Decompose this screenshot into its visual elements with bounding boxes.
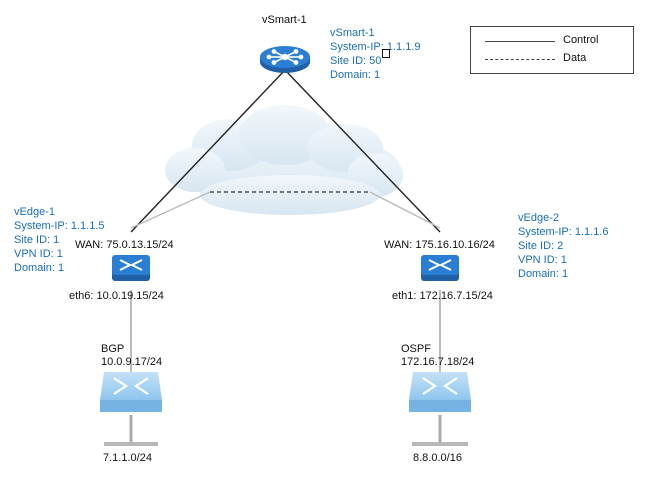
legend-data-line xyxy=(485,59,555,60)
vedge1-switch-icon xyxy=(112,255,150,281)
vsmart-info-system-ip: System-IP: 1.1.1.9 xyxy=(330,41,421,53)
vsmart-name-label: vSmart-1 xyxy=(262,14,307,26)
vsmart-info-site-id: Site ID: 50 xyxy=(330,55,382,67)
lan-bar-left xyxy=(104,442,158,446)
vedge1-info-title: vEdge-1 xyxy=(14,206,55,218)
data-link-right xyxy=(369,191,441,229)
router1-ip-label: 10.0.9.17/24 xyxy=(101,356,163,368)
control-link-vedge2 xyxy=(284,69,441,233)
vedge2-info-title: vEdge-2 xyxy=(518,212,559,224)
vedge1-eth-label: eth6: 10.0.19.15/24 xyxy=(69,290,164,302)
legend: Control Data xyxy=(470,26,634,74)
vedge2-switch-icon xyxy=(421,255,459,281)
router1-protocol-label: BGP xyxy=(101,343,125,355)
legend-control-line xyxy=(485,41,555,42)
legend-data-label: Data xyxy=(563,52,587,64)
wan-cloud xyxy=(165,105,403,215)
data-link-left xyxy=(130,191,211,229)
vedge2-eth-label: eth1: 172.16.7.15/24 xyxy=(392,290,493,302)
vedge1-wan-label: WAN: 75.0.13.15/24 xyxy=(75,239,174,251)
ospf-router-icon xyxy=(409,372,471,412)
vedge1-info-site-id: Site ID: 1 xyxy=(14,234,60,246)
control-link-vedge1 xyxy=(130,69,286,233)
vedge1-info-vpn-id: VPN ID: 1 xyxy=(14,248,63,260)
vedge1-info-system-ip: System-IP: 1.1.1.5 xyxy=(14,220,105,232)
vedge2-wan-label: WAN: 175.16.10.16/24 xyxy=(384,239,495,251)
router2-network-label: 8.8.0.0/16 xyxy=(413,452,462,464)
vsmart-info-domain: Domain: 1 xyxy=(330,69,381,81)
mouse-cursor-icon xyxy=(382,49,390,58)
router2-protocol-label: OSPF xyxy=(401,343,431,355)
vedge2-info-vpn-id: VPN ID: 1 xyxy=(518,254,567,266)
vedge2-info-domain: Domain: 1 xyxy=(518,268,569,280)
legend-control-label: Control xyxy=(563,34,599,46)
bgp-router-icon xyxy=(100,372,162,412)
lan-bar-right xyxy=(412,442,468,446)
vedge2-info-system-ip: System-IP: 1.1.1.6 xyxy=(518,226,609,238)
vsmart-router-icon xyxy=(260,46,310,73)
vedge1-info-domain: Domain: 1 xyxy=(14,262,65,274)
vsmart-info-title: vSmart-1 xyxy=(330,27,375,39)
router2-ip-label: 172.16.7.18/24 xyxy=(401,356,475,368)
router1-network-label: 7.1.1.0/24 xyxy=(103,452,152,464)
vedge2-info-site-id: Site ID: 2 xyxy=(518,240,564,252)
